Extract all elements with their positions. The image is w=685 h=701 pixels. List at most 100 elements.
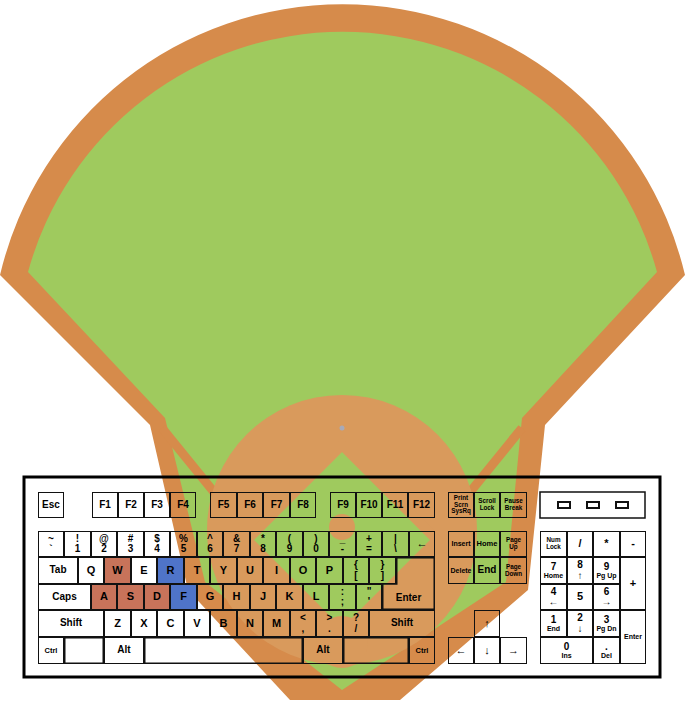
keyboard-key: / bbox=[567, 531, 593, 557]
key-label: F7 bbox=[271, 500, 283, 511]
keyboard-key: )0 bbox=[303, 531, 329, 557]
keyboard-key: Caps bbox=[38, 584, 91, 610]
keyboard-body bbox=[24, 477, 660, 677]
keyboard-key: @2 bbox=[91, 531, 117, 557]
key-label: F8 bbox=[297, 500, 309, 511]
keyboard-key: 7Home bbox=[540, 557, 567, 584]
keyboard-key: 6→ bbox=[593, 584, 620, 610]
keyboard-key: :; bbox=[329, 584, 356, 610]
keyboard-key: G bbox=[197, 584, 223, 610]
keyboard-key: Z bbox=[104, 610, 131, 637]
key-label: < bbox=[300, 613, 306, 624]
key-label: : bbox=[341, 587, 344, 598]
key-label: \ bbox=[394, 544, 397, 555]
key-label: V bbox=[193, 618, 200, 630]
key-label: U bbox=[246, 565, 254, 577]
key-label: R bbox=[167, 565, 175, 577]
keyboard-key: *8 bbox=[250, 531, 276, 557]
keyboard-key: Esc bbox=[38, 492, 64, 518]
key-label: } bbox=[381, 560, 385, 571]
key-label: ' bbox=[368, 597, 370, 608]
keyboard-key: V bbox=[184, 610, 210, 637]
blank-key bbox=[344, 638, 409, 664]
keyboard-key: H bbox=[223, 584, 250, 610]
keyboard-key: Tab bbox=[38, 557, 78, 584]
key-label: Q bbox=[87, 565, 96, 577]
key-label: Esc bbox=[42, 500, 60, 511]
key-label: , bbox=[302, 624, 305, 635]
keyboard-key: Enter bbox=[382, 557, 435, 610]
keyboard-key: 3Pg Dn bbox=[593, 610, 620, 637]
key-label: 4 bbox=[551, 587, 557, 598]
keyboard-key: 9Pg Up bbox=[593, 557, 620, 584]
indicator-light bbox=[616, 502, 628, 508]
key-label: N bbox=[246, 618, 254, 630]
keyboard-key: |\ bbox=[382, 531, 409, 557]
key-label: 3 bbox=[604, 615, 610, 626]
key-label: * bbox=[261, 534, 265, 545]
indicator-panel bbox=[540, 492, 645, 518]
key-label: [ bbox=[354, 571, 357, 582]
key-label: F4 bbox=[177, 500, 189, 511]
key-label: Alt bbox=[316, 645, 329, 656]
keyboard-key: F2 bbox=[118, 492, 144, 518]
key-label: + bbox=[630, 578, 636, 590]
key-label: Shift bbox=[60, 618, 82, 629]
key-label: - bbox=[341, 544, 344, 555]
key-label: Ctrl bbox=[45, 647, 58, 655]
keyboard-key: U bbox=[237, 557, 263, 584]
keyboard-key: Num Lock bbox=[540, 531, 567, 557]
keyboard-key: End bbox=[474, 557, 500, 584]
key-label: Tab bbox=[49, 565, 66, 576]
key-label: F1 bbox=[99, 500, 111, 511]
keyboard-key: D bbox=[144, 584, 170, 610]
key-label: * bbox=[604, 538, 608, 550]
keyboard-key: * bbox=[593, 531, 620, 557]
key-label: _ bbox=[340, 534, 346, 545]
keyboard-key: Shift bbox=[38, 610, 104, 637]
warning-track bbox=[0, 4, 685, 700]
keyboard-key: Q bbox=[78, 557, 104, 584]
blank-key bbox=[65, 638, 104, 664]
keyboard-key: Y bbox=[210, 557, 237, 584]
key-label: ~ bbox=[48, 534, 54, 545]
key-label: Pause Break bbox=[501, 498, 526, 511]
key-label: > bbox=[327, 613, 333, 624]
key-label: @ bbox=[99, 534, 109, 545]
keyboard-key: ↓ bbox=[474, 637, 500, 664]
keyboard-key: Pause Break bbox=[500, 492, 527, 518]
keyboard-key: L bbox=[303, 584, 329, 610]
key-label: H bbox=[233, 591, 241, 603]
keyboard-key: W bbox=[104, 557, 131, 584]
keyboard-key: M bbox=[263, 610, 290, 637]
key-label: F5 bbox=[218, 500, 230, 511]
key-label: Page Down bbox=[501, 564, 526, 577]
keyboard-key: Alt bbox=[104, 637, 144, 664]
home-plate-area bbox=[316, 616, 368, 668]
key-label: A bbox=[100, 591, 108, 603]
key-label: F6 bbox=[244, 500, 256, 511]
keyboard-key: F10 bbox=[356, 492, 382, 518]
keyboard-key: _- bbox=[329, 531, 356, 557]
key-label: 2 bbox=[577, 613, 583, 624]
key-label: / bbox=[355, 624, 358, 635]
key-label: Print Scrn SysRq bbox=[449, 495, 473, 515]
keyboard-key: ^6 bbox=[197, 531, 223, 557]
key-label: . bbox=[605, 642, 608, 653]
key-label: Ctrl bbox=[416, 647, 429, 655]
key-label: 1 bbox=[75, 544, 81, 555]
key-label: Page Up bbox=[501, 537, 526, 550]
key-label: Pg Up bbox=[596, 572, 616, 579]
keyboard-key: Shift bbox=[369, 610, 435, 637]
key-label: 1 bbox=[551, 615, 557, 626]
key-label: X bbox=[140, 618, 147, 630]
key-label: Z bbox=[114, 618, 121, 630]
keyboard-key: "' bbox=[356, 584, 382, 610]
key-label: Pg Dn bbox=[596, 625, 616, 632]
key-label: F bbox=[180, 591, 187, 603]
key-label: - bbox=[631, 538, 635, 550]
key-label: F10 bbox=[360, 500, 377, 511]
key-label: F12 bbox=[413, 500, 430, 511]
keyboard-key: $4 bbox=[144, 531, 170, 557]
keyboard-key: Insert bbox=[448, 531, 474, 557]
